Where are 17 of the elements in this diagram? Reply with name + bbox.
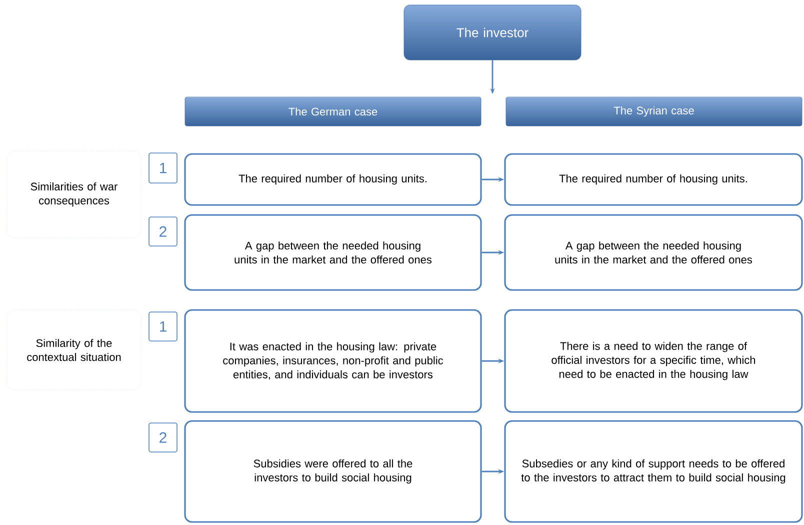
category-box: Similarities of war consequences [6, 150, 142, 238]
category-box: Similarity of the contextual situation [6, 310, 142, 390]
number-box: 1 [148, 312, 178, 342]
text-box: There is a need to widen the range of official investors for a specific time, which need to be enacted in the housing law [504, 309, 803, 413]
text-box: The required number of housing units. [184, 153, 482, 206]
text-box: It was enacted in the housing law: private companies, insurances, non-profit and public entities, and individuals can be investors [184, 309, 482, 413]
text-box: A gap between the needed housing units in the market and the offered ones [184, 214, 482, 291]
column-header: The Syrian case [506, 96, 802, 126]
text-box: The required number of housing units. [504, 153, 803, 206]
text-box: A gap between the needed housing units in the market and the offered ones [504, 214, 803, 291]
column-header: The German case [184, 96, 482, 126]
number-box: 2 [148, 422, 178, 452]
number-box: 2 [148, 216, 178, 246]
text-box: Subsidies were offered to all the investors to build social housing [184, 420, 482, 523]
number-box: 1 [148, 152, 178, 184]
title-box: The investor [404, 4, 582, 60]
text-box: Subsedies or any kind of support needs to be offered to the investors to attract them to build social housing [504, 420, 803, 523]
